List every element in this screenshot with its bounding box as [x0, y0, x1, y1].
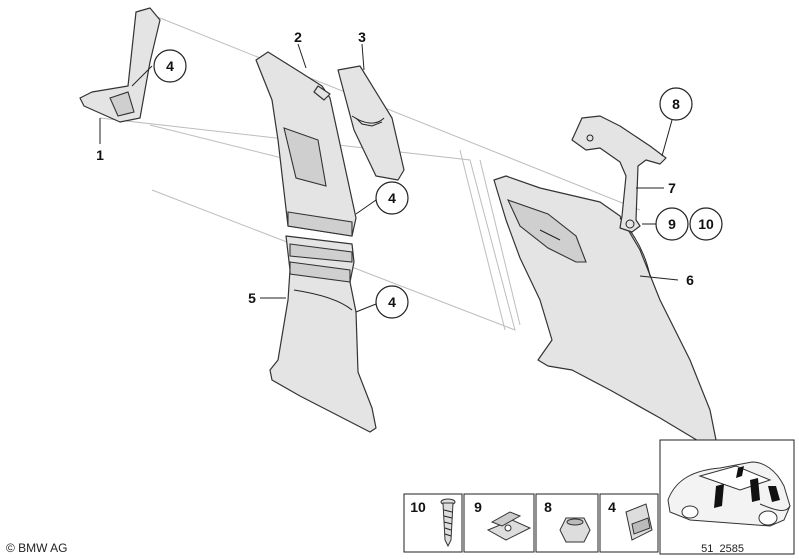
callout-10-label: 10 [698, 216, 714, 232]
callout-9[interactable]: 9 [655, 207, 689, 241]
label-part-1: 1 [96, 147, 104, 163]
legend-item-8[interactable]: 8 [544, 499, 591, 543]
screw-icon [440, 498, 456, 548]
car-thumbnail [659, 439, 795, 555]
label-part-6: 6 [686, 272, 694, 288]
car-icon [667, 461, 791, 527]
legend-item-10-label: 10 [410, 499, 426, 515]
legend-item-4-label: 4 [608, 499, 616, 515]
retainer-clip-icon [625, 503, 653, 541]
leader-lines [99, 43, 679, 313]
callout-4-a[interactable]: 4 [153, 49, 187, 83]
callout-10[interactable]: 10 [689, 207, 723, 241]
callout-4-c-label: 4 [388, 294, 396, 310]
copyright: © BMW AG [6, 541, 68, 555]
label-part-3: 3 [358, 29, 366, 45]
drawing-number: 51_2585 [701, 543, 744, 555]
part-b-pillar-lower-trim[interactable] [269, 235, 377, 433]
part-cover-panel[interactable] [337, 65, 405, 181]
callout-4-b[interactable]: 4 [375, 181, 409, 215]
hardware-legend: 10 9 8 4 [403, 493, 659, 553]
callout-9-label: 9 [668, 216, 676, 232]
label-part-2: 2 [294, 29, 302, 45]
nut-icon [559, 517, 591, 543]
callout-8-label: 8 [672, 96, 680, 112]
label-part-7: 7 [668, 180, 676, 196]
part-bracket[interactable] [571, 115, 667, 233]
clip-nut-icon [486, 511, 532, 541]
legend-item-9-label: 9 [474, 499, 482, 515]
callout-4-a-label: 4 [166, 58, 174, 74]
legend-item-9[interactable]: 9 [474, 499, 532, 541]
label-part-5: 5 [248, 290, 256, 306]
callout-4-c[interactable]: 4 [375, 285, 409, 319]
part-a-pillar-trim[interactable] [79, 7, 161, 123]
callout-4-b-label: 4 [388, 190, 396, 206]
legend-item-10[interactable]: 10 [410, 498, 456, 548]
part-c-pillar-trim[interactable] [493, 175, 717, 443]
part-b-pillar-upper-trim[interactable] [255, 51, 357, 237]
callout-8[interactable]: 8 [659, 87, 693, 121]
legend-item-8-label: 8 [544, 499, 552, 515]
legend-item-4[interactable]: 4 [608, 499, 653, 541]
